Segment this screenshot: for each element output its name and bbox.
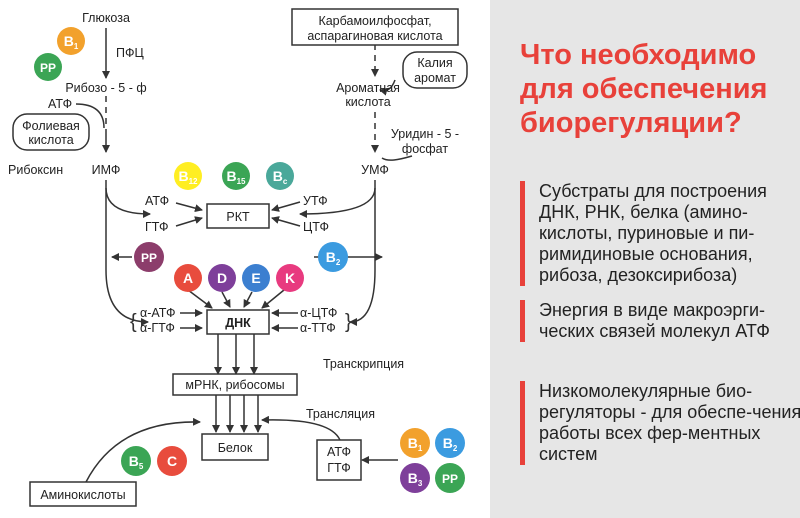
vitamin-b3-bot: B3 bbox=[400, 463, 430, 493]
folic-label-2: кислота bbox=[28, 133, 73, 147]
vitamin-b5: B5 bbox=[121, 446, 151, 476]
vitamin-b1-bot: B1 bbox=[400, 428, 430, 458]
vitamin-label: E bbox=[251, 270, 260, 286]
aromatic-label-1: Ароматная bbox=[336, 81, 400, 95]
a-atf-label: α-АТФ bbox=[140, 306, 175, 320]
protein-box bbox=[201, 433, 269, 461]
aminoacids-label: Аминокислоты bbox=[40, 488, 125, 502]
rkt-atf-label: АТФ bbox=[145, 194, 169, 208]
uridine-label-1: Уридин - 5 - bbox=[391, 127, 459, 141]
a-ctf-label: α-ЦТФ bbox=[300, 306, 337, 320]
vitamin-label: C bbox=[167, 453, 177, 469]
vitamin-b2-mid: B2 bbox=[318, 242, 348, 272]
kalium-label-2: аромат bbox=[414, 71, 456, 85]
riboxin-label: Рибоксин bbox=[8, 163, 63, 177]
left-brace: { bbox=[130, 311, 137, 333]
vitamin-d: D bbox=[208, 264, 236, 292]
kalium-label-1: Калия bbox=[417, 56, 452, 70]
vitamin-pp-top: PP bbox=[34, 53, 62, 81]
panel-item-substrates: Субстраты для построения ДНК, РНК, белка… bbox=[520, 181, 800, 286]
kalium-box bbox=[402, 51, 468, 89]
rkt-gtf-label: ГТФ bbox=[145, 220, 169, 234]
mrnk-box bbox=[172, 373, 298, 396]
aminoacids-box bbox=[29, 481, 137, 507]
ribose-label: Рибозо - 5 - ф bbox=[65, 81, 146, 95]
mrnk-label: мРНК, рибосомы bbox=[185, 378, 284, 392]
vitamin-label: D bbox=[217, 270, 227, 286]
folic-box bbox=[12, 113, 90, 151]
imf-label: ИМФ bbox=[92, 163, 121, 177]
biosynthesis-diagram: { } Глюкоза ПФЦ Рибозо - 5 - ф АТФ Фолие… bbox=[8, 8, 468, 507]
rkt-box bbox=[206, 203, 270, 229]
utf-label: УТФ bbox=[303, 194, 328, 208]
a-gtf-label: α-ГТФ bbox=[140, 321, 175, 335]
uridine-label-2: фосфат bbox=[402, 142, 448, 156]
vitamin-bc: Bc bbox=[266, 162, 294, 190]
vitamin-b1-top: B1 bbox=[57, 27, 85, 55]
panel-title: Что необходимо для обеспечения биорегуля… bbox=[520, 39, 768, 139]
rkt-label: РКТ bbox=[226, 210, 250, 224]
atf-gtf-box bbox=[316, 439, 362, 481]
vitamin-pp-bot: PP bbox=[435, 463, 465, 493]
protein-label: Белок bbox=[218, 441, 253, 455]
vitamin-b12: B12 bbox=[174, 162, 202, 190]
panel-item-bioregulators: Низкомолекулярные био-регуляторы - для о… bbox=[520, 381, 800, 465]
transcription-label: Транскрипция bbox=[323, 357, 404, 371]
vitamin-b2-bot: B2 bbox=[435, 428, 465, 458]
vitamin-label: PP bbox=[442, 472, 458, 486]
vitamin-label: PP bbox=[141, 251, 157, 265]
atf-box-label: АТФ bbox=[327, 445, 351, 459]
vitamin-label: PP bbox=[40, 61, 56, 75]
vitamin-c: C bbox=[157, 446, 187, 476]
vitamin-e: E bbox=[242, 264, 270, 292]
right-brace: } bbox=[345, 311, 352, 333]
aromatic-label-2: кислота bbox=[345, 95, 390, 109]
vitamin-a: A bbox=[174, 264, 202, 292]
dnk-box bbox=[206, 309, 270, 335]
translation-label: Трансляция bbox=[306, 407, 375, 421]
dnk-label: ДНК bbox=[225, 316, 251, 330]
vitamin-k: K bbox=[276, 264, 304, 292]
carbamoyl-label-1: Карбамоилфосфат, bbox=[318, 14, 431, 28]
folic-label-1: Фолиевая bbox=[22, 119, 80, 133]
vitamin-label: A bbox=[183, 270, 193, 286]
atf-small-label: АТФ bbox=[48, 97, 72, 111]
ctf-label: ЦТФ bbox=[303, 220, 329, 234]
carbamoyl-box bbox=[291, 8, 459, 46]
vitamin-label: K bbox=[285, 270, 295, 286]
panel-item-energy: Энергия в виде макроэрги-ческих связей м… bbox=[520, 300, 800, 342]
vitamin-b15: B15 bbox=[222, 162, 250, 190]
info-panel: Что необходимо для обеспечения биорегуля… bbox=[490, 0, 800, 518]
glucose-label: Глюкоза bbox=[82, 11, 130, 25]
carbamoyl-label-2: аспарагиновая кислота bbox=[307, 29, 442, 43]
ppc-label: ПФЦ bbox=[116, 46, 144, 60]
a-ttf-label: α-ТТФ bbox=[300, 321, 336, 335]
vitamin-pp-mid: PP bbox=[134, 242, 164, 272]
umf-label: УМФ bbox=[361, 163, 389, 177]
gtf-box-label: ГТФ bbox=[327, 461, 351, 475]
